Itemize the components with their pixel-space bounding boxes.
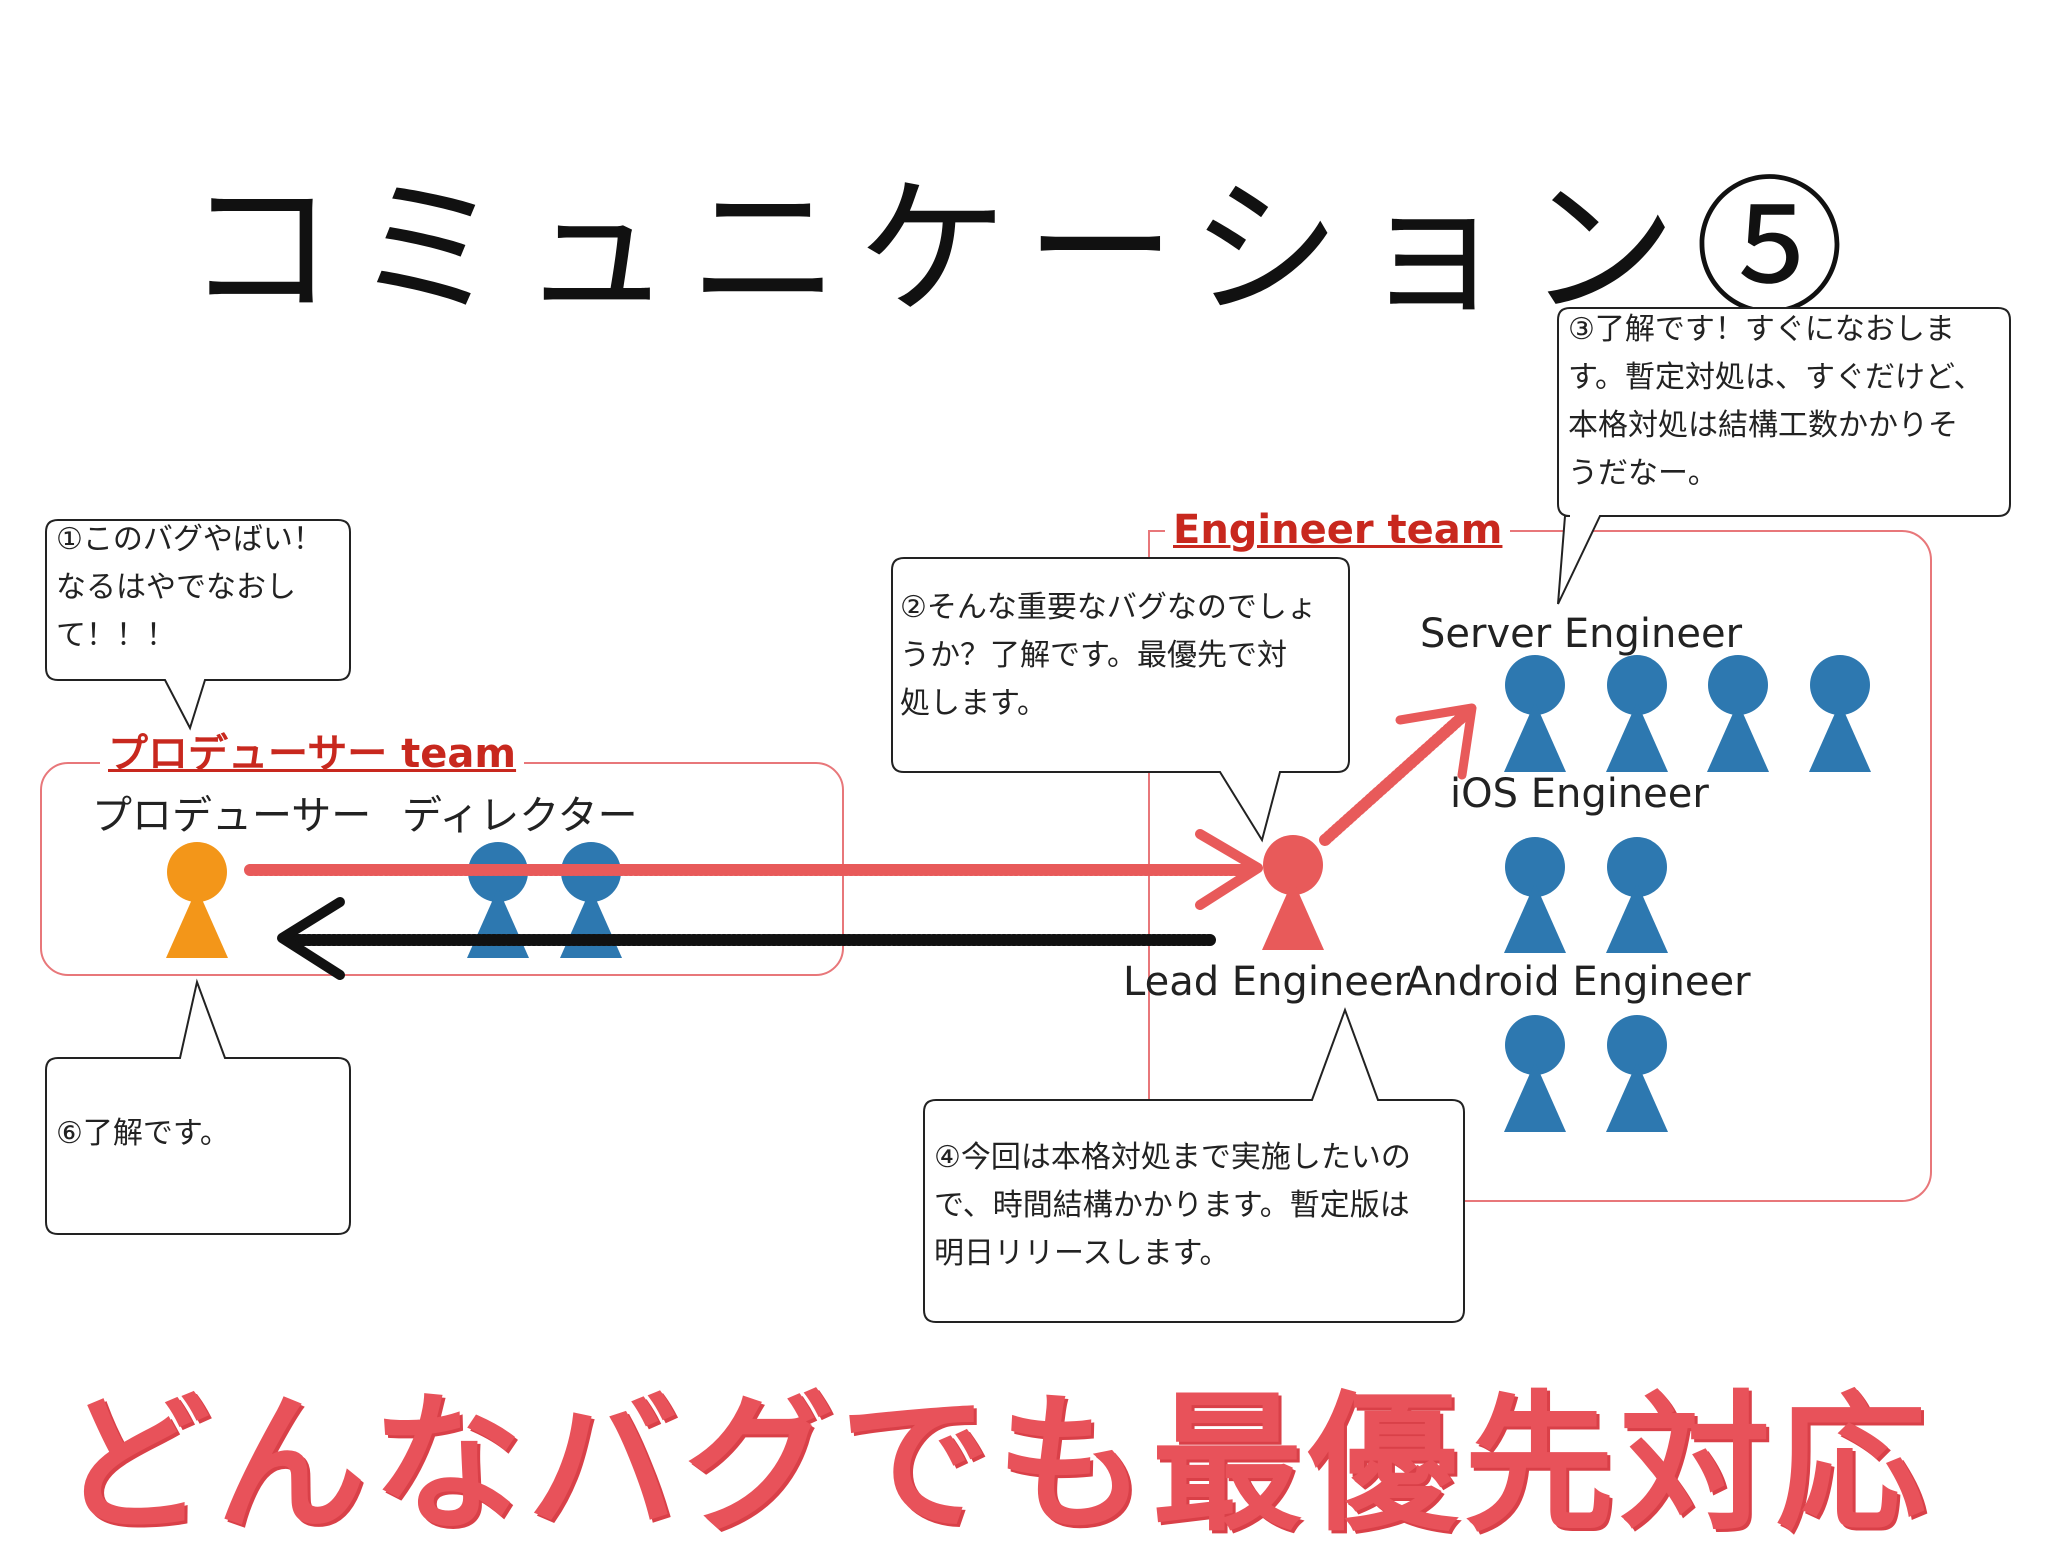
speech-bubble-6-text: ⑥了解です。 (56, 1116, 230, 1151)
lead-engineer-label: Lead Engineer (1123, 959, 1410, 1005)
server-engineer-figure (1504, 655, 1566, 772)
server-engineer-figure (1707, 655, 1769, 772)
engineer-team-label: Engineer team (1165, 506, 1511, 554)
speech-bubble-2-text: ②そんな重要なバグなのでしょ うか？了解です。最優先で対 処します。 (900, 590, 1317, 721)
android-engineer-label: Android Engineer (1405, 959, 1751, 1005)
server-engineer-figure (1809, 655, 1871, 772)
speech-bubble-4 (923, 1007, 1465, 1323)
bottom-banner: どんなバグでも最優先対応 (60, 1378, 1933, 1552)
producer-figure (166, 842, 228, 958)
producer-role-label: プロデューサー (92, 793, 372, 839)
server-engineer-figure (1606, 655, 1668, 772)
speech-bubble-4-text: ④今回は本格対処まで実施したいの で、時間結構かかります。暫定版は 明日リリース… (934, 1140, 1411, 1271)
escalate-arrow (1319, 703, 1477, 846)
response-arrow (277, 897, 1216, 980)
android-engineer-figure (1606, 1015, 1668, 1132)
speech-bubble-6 (45, 978, 351, 1235)
speech-bubble-3 (1557, 307, 2011, 605)
android-engineer-figure (1504, 1015, 1566, 1132)
speech-bubble-3-text: ③了解です！すぐになおしま す。暫定対処は、すぐだけど、 本格対処は結構工数かか… (1568, 312, 1984, 491)
speech-bubble-1 (45, 519, 351, 731)
request-arrow (244, 829, 1263, 910)
server-engineer-label: Server Engineer (1420, 611, 1743, 657)
lead-engineer-figure (1262, 835, 1324, 950)
speech-bubble-1-text: ①このバグやばい！ なるはやでなおし て！！！ (56, 522, 323, 653)
producer-team-label: プロデューサー team (100, 730, 525, 778)
director-role-label: ディレクター (402, 793, 638, 839)
ios-engineer-figure (1504, 837, 1566, 953)
ios-engineer-figure (1606, 837, 1668, 953)
speech-bubble-2 (891, 557, 1350, 843)
slide-title: コミュニケーション⑤ (185, 163, 1863, 337)
ios-engineer-label: iOS Engineer (1450, 771, 1709, 817)
